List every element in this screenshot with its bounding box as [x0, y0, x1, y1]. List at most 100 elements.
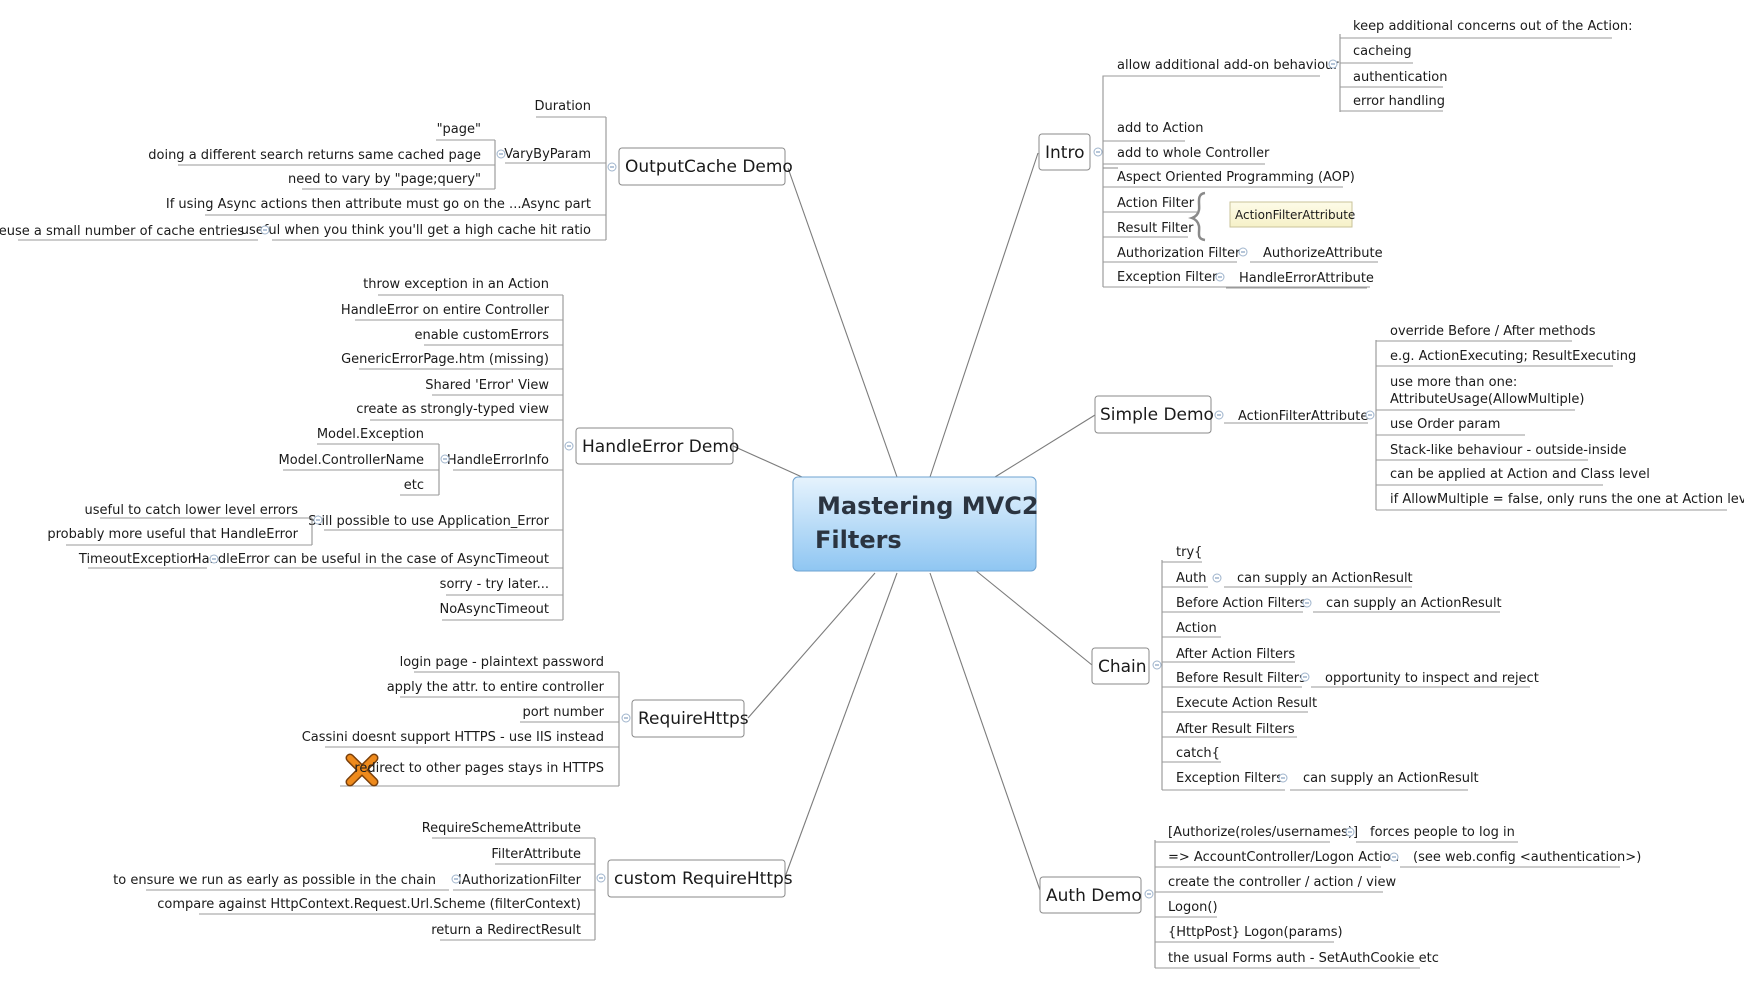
intro-allow-addon: allow additional add-on behaviour: [1117, 58, 1339, 73]
intro-branch: Intro allow additional add-on behaviour …: [1038, 19, 1633, 289]
he-item-1: HandleError on entire Controller: [341, 303, 550, 318]
addon-child-2: authentication: [1353, 70, 1448, 85]
he-app-error-child-0: useful to catch lower level errors: [85, 503, 299, 518]
auth-item-5: the usual Forms auth - SetAuthCookie etc: [1168, 951, 1439, 966]
topic-handleerror-demo[interactable]: [575, 427, 734, 465]
central-title-line2: Filters: [815, 526, 902, 554]
intro-action-filter: Action Filter: [1117, 196, 1195, 211]
topic-outputcache-label: OutputCache Demo: [625, 157, 793, 177]
chain-item-7: After Result Filters: [1176, 722, 1295, 737]
chain-item-3: Action: [1176, 621, 1217, 636]
crh-iauth-note: to ensure we run as early as possible in…: [113, 873, 436, 888]
oc-hit-ratio-child: reuse a small number of cache entries: [0, 224, 244, 239]
topic-chain[interactable]: [1091, 647, 1150, 685]
topic-auth-demo-label: Auth Demo: [1046, 886, 1142, 906]
topic-requirehttps-label: RequireHttps: [638, 709, 749, 729]
rh-item-2: port number: [522, 705, 604, 720]
he-no-async-timeout: NoAsyncTimeout: [439, 602, 549, 617]
auth-item-1: => AccountController/Logon Action: [1168, 850, 1399, 865]
auth-item-0: [Authorize(roles/usernames)]: [1168, 825, 1358, 840]
simple-child-4: use Order param: [1390, 417, 1500, 432]
chain-before-action-note: can supply an ActionResult: [1326, 596, 1502, 611]
he-info-child-1: Model.ControllerName: [279, 453, 424, 468]
crh-item-4: return a RedirectResult: [431, 923, 581, 938]
he-app-error: Still possible to use Application_Error: [308, 514, 549, 529]
he-item-5: create as strongly-typed view: [356, 402, 549, 417]
topic-requirehttps[interactable]: [631, 699, 745, 738]
crh-item-0: RequireSchemeAttribute: [422, 821, 581, 836]
simple-child-1: e.g. ActionExecuting; ResultExecuting: [1390, 349, 1636, 364]
intro-add-to-action: add to Action: [1117, 121, 1204, 136]
oc-duration: Duration: [535, 99, 591, 114]
simple-demo-node: ActionFilterAttribute: [1238, 409, 1368, 424]
chain-item-8: catch{: [1176, 746, 1220, 761]
topic-simple-demo[interactable]: [1094, 395, 1212, 434]
he-info-child-0: Model.Exception: [317, 427, 424, 442]
chain-item-0: try{: [1176, 545, 1202, 560]
he-info-child-2: etc: [404, 478, 424, 493]
crh-item-1: FilterAttribute: [491, 847, 581, 862]
he-app-error-child-1: probably more useful that HandleError: [47, 527, 298, 542]
he-sorry: sorry - try later...: [440, 577, 549, 592]
central-spokes: [732, 152, 1096, 894]
chain-auth-note: can supply an ActionResult: [1237, 571, 1413, 586]
chain-item-5: Before Result Filters: [1176, 671, 1306, 686]
intro-handle-error-attribute: HandleErrorAttribute: [1239, 271, 1374, 286]
action-filter-attribute-callout[interactable]: [1229, 201, 1353, 228]
auth-item-2: create the controller / action / view: [1168, 875, 1396, 890]
central-title-line1: Mastering MVC2: [817, 492, 1039, 520]
central-topic[interactable]: Mastering MVC2 Filters: [792, 476, 1039, 572]
custom-requirehttps-branch: custom RequireHttps RequireSchemeAttribu…: [113, 821, 793, 941]
brace-icon: [1188, 191, 1206, 242]
simple-child-7: if AllowMultiple = false, only runs the …: [1390, 492, 1744, 507]
topic-intro[interactable]: [1038, 133, 1091, 171]
simple-child-0: override Before / After methods: [1390, 324, 1596, 339]
oc-vary-child-1: doing a different search returns same ca…: [148, 148, 481, 163]
topic-custom-requirehttps[interactable]: [607, 859, 786, 898]
intro-exception-filter: Exception Filter: [1117, 270, 1218, 285]
addon-child-3: error handling: [1353, 94, 1445, 109]
intro-result-filter: Result Filter: [1117, 221, 1194, 236]
chain-item-1: Auth: [1176, 571, 1206, 586]
crh-item-2: IAuthorizationFilter: [458, 873, 582, 888]
oc-vary-child-2: need to vary by "page;query": [288, 172, 481, 187]
callout-label: ActionFilterAttribute: [1235, 208, 1355, 222]
addon-child-0: keep additional concerns out of the Acti…: [1353, 19, 1633, 34]
he-async-timeout: HandleError can be useful in the case of…: [192, 552, 549, 567]
topic-simple-demo-label: Simple Demo: [1100, 405, 1214, 425]
topic-outputcache-demo[interactable]: [618, 147, 786, 186]
chain-item-9: Exception Filters: [1176, 771, 1283, 786]
oc-varybyparam: VaryByParam: [504, 147, 591, 162]
topic-chain-label: Chain: [1098, 657, 1147, 677]
oc-vary-child-0: "page": [437, 122, 481, 137]
simple-child-2: use more than one:: [1390, 375, 1517, 390]
chain-item-4: After Action Filters: [1176, 647, 1295, 662]
intro-authorize-attribute: AuthorizeAttribute: [1263, 246, 1383, 261]
topic-auth-demo[interactable]: [1039, 876, 1142, 914]
topic-handleerror-label: HandleError Demo: [582, 437, 739, 457]
cross-marker-icon: [345, 753, 379, 787]
intro-add-to-controller: add to whole Controller: [1117, 146, 1270, 161]
auth-item-4: {HttpPost} Logon(params): [1168, 925, 1343, 940]
he-handleerrorinfo: HandleErrorInfo: [447, 453, 549, 468]
chain-before-result-note: opportunity to inspect and reject: [1325, 671, 1539, 686]
oc-async: If using Async actions then attribute mu…: [166, 197, 591, 212]
handleerror-branch: HandleError Demo throw exception in an A…: [47, 277, 739, 621]
outputcache-branch: OutputCache Demo Duration VaryByParam "p…: [0, 99, 793, 241]
he-item-2: enable customErrors: [414, 328, 549, 343]
chain-exception-note: can supply an ActionResult: [1303, 771, 1479, 786]
rh-item-4: redirect to other pages stays in HTTPS: [354, 761, 604, 776]
simple-child-5: Stack-like behaviour - outside-inside: [1390, 443, 1626, 458]
topic-custom-requirehttps-label: custom RequireHttps: [614, 869, 793, 889]
he-item-4: Shared 'Error' View: [425, 378, 549, 393]
he-timeout-exception: TimeoutException: [78, 552, 196, 567]
auth-demo-branch: Auth Demo [Authorize(roles/usernames)] f…: [1039, 825, 1641, 969]
requirehttps-branch: RequireHttps login page - plaintext pass…: [302, 655, 749, 787]
rh-item-0: login page - plaintext password: [400, 655, 604, 670]
rh-item-3: Cassini doesnt support HTTPS - use IIS i…: [302, 730, 604, 745]
he-item-3: GenericErrorPage.htm (missing): [341, 352, 549, 367]
simple-child-3: AttributeUsage(AllowMultiple): [1390, 392, 1584, 407]
auth-authorize-note: forces people to log in: [1370, 825, 1515, 840]
